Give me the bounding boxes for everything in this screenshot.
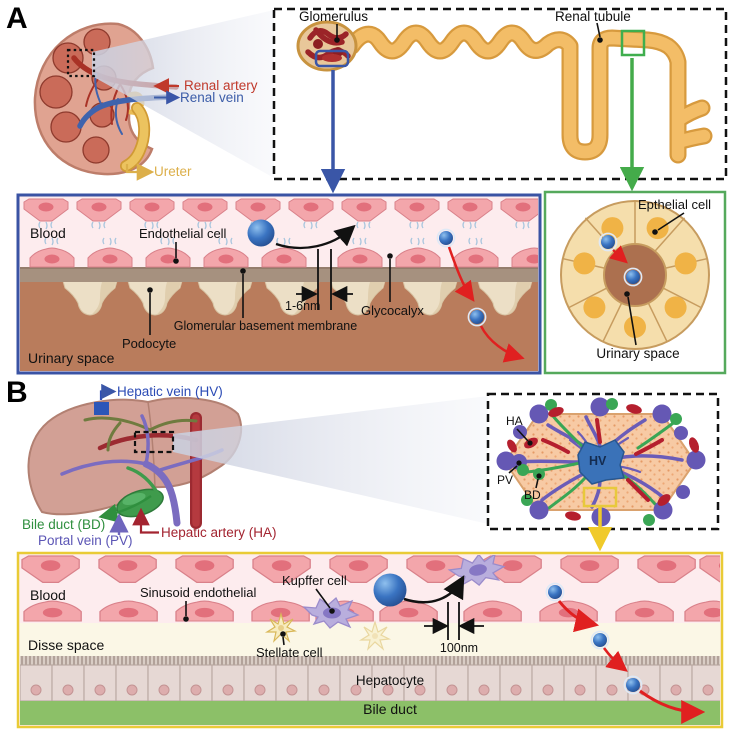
ureter-vessel xyxy=(121,103,149,171)
slit-gap-measure xyxy=(296,249,353,310)
nanoparticle-small xyxy=(623,675,643,695)
podocyte-label: Podocyte xyxy=(122,336,177,351)
glomerular-filtration-panel xyxy=(16,193,542,375)
liver-sinusoid-panel xyxy=(16,551,724,729)
tubule-zoom-region xyxy=(620,29,646,57)
bd-label: BD xyxy=(524,488,541,502)
glomerulus-zoom-region xyxy=(314,49,350,68)
nanoparticle-small xyxy=(623,267,643,287)
slit-gap-label: 1-6nm xyxy=(285,299,321,313)
lobule-box xyxy=(486,392,720,531)
nanoparticle-large xyxy=(247,219,275,247)
urinary-space-label-tubule: Urinary space xyxy=(596,346,680,361)
lobule-zoom-region xyxy=(582,486,618,508)
blood-label-a: Blood xyxy=(30,225,66,241)
renal-artery-label: Renal artery xyxy=(184,78,258,93)
fenestra-gap-measure xyxy=(424,602,484,640)
basement-membrane-band xyxy=(20,267,538,282)
nanoparticle-small xyxy=(598,232,618,252)
stellate-cell-label: Stellate cell xyxy=(256,645,323,660)
renal-tubule-shape xyxy=(343,24,713,164)
lobule-artery-branches xyxy=(541,418,664,502)
epithelial-nuclei xyxy=(573,217,697,338)
epithelial-cell-label: Epthelial cell xyxy=(638,197,711,212)
endothelial-cell-label: Endothelial cell xyxy=(139,226,227,241)
tubule-cross-section-panel xyxy=(543,190,727,375)
disse-space-label: Disse space xyxy=(28,637,105,653)
liver-zoom-region xyxy=(133,430,175,454)
zoom-wedge-a xyxy=(92,10,274,178)
hepatic-artery-label: Hepatic artery (HA) xyxy=(161,525,277,540)
nanoparticle-small xyxy=(590,630,610,650)
renal-vein-label: Renal vein xyxy=(180,90,244,105)
panel-b-label: B xyxy=(6,376,28,409)
blood-label-b: Blood xyxy=(30,587,66,603)
zoom-wedge-b xyxy=(173,396,488,524)
nanoparticle-small xyxy=(436,228,456,248)
nanoparticle-small xyxy=(467,307,487,327)
gbm-label: Glomerular basement membrane xyxy=(173,319,358,333)
pv-label: PV xyxy=(497,473,514,487)
sinusoid-endothelial-label: Sinusoid endothelial xyxy=(140,585,257,600)
hepatic-vein-label: Hepatic vein (HV) xyxy=(117,384,223,399)
bile-duct-band xyxy=(20,701,720,725)
artery-nodes xyxy=(507,404,700,521)
glomerulus-shape xyxy=(296,20,358,72)
ha-label: HA xyxy=(506,414,523,428)
kupffer-cell-label: Kupffer cell xyxy=(282,573,347,588)
glycocalyx-label: Glycocalyx xyxy=(361,303,424,318)
urinary-space-label-a: Urinary space xyxy=(28,350,115,366)
fenestra-gap-label: 100nm xyxy=(439,641,479,655)
nanoparticle-large xyxy=(373,573,407,607)
renal-tubule-label: Renal tubule xyxy=(555,9,631,24)
hepatic-vein-stub xyxy=(94,402,109,415)
bile-duct-label-b: Bile duct xyxy=(363,701,417,717)
ureter-label: Ureter xyxy=(154,164,192,179)
microvilli-fringe xyxy=(20,656,720,665)
blocked-path-arrow xyxy=(275,224,356,250)
hepatocyte-label: Hepatocyte xyxy=(355,673,425,688)
hv-label: HV xyxy=(589,454,607,468)
portal-vein-label: Portal vein (PV) xyxy=(38,533,133,548)
hepatic-duct-branches xyxy=(83,416,198,452)
nanoparticle-small xyxy=(545,582,565,602)
panel-a-label: A xyxy=(6,2,28,35)
glomerulus-label: Glomerulus xyxy=(299,9,369,24)
central-vein xyxy=(577,439,625,485)
uptake-arrow xyxy=(403,575,465,604)
nephron-box xyxy=(272,7,728,181)
bile-duct-bd-label: Bile duct (BD) xyxy=(22,517,106,532)
kidney-zoom-region xyxy=(66,48,96,78)
